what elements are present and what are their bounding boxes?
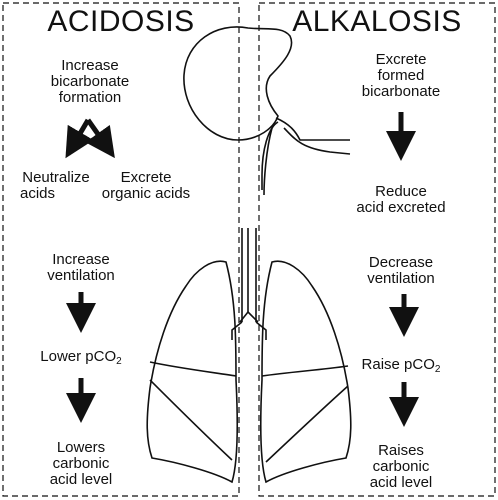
acidosis-title: ACIDOSIS: [47, 5, 195, 38]
branch-arrow-left: [65, 118, 94, 159]
alkalosis-panel-border: [258, 2, 496, 497]
text-line: organic acids: [101, 184, 191, 202]
text-line: carbonic: [52, 454, 110, 472]
text-line: formation: [58, 88, 122, 106]
text-line: Reduce: [375, 183, 427, 200]
acidosis-pco2-label: Lower pCO2: [6, 348, 156, 367]
text-line: Decrease: [368, 254, 434, 271]
acidosis-lung-step: Increase ventilation: [6, 252, 156, 284]
text-line: Raises: [378, 442, 424, 459]
text-line: acid level: [49, 470, 113, 488]
alkalosis-pco2-label: Raise pCO2: [326, 356, 476, 375]
alkalosis-kidney-result: Reduce acid excreted: [326, 184, 476, 216]
branch-arrow-right: [85, 118, 115, 159]
text-line: Excrete: [120, 169, 172, 186]
text-line: bicarbonate: [361, 82, 441, 100]
acidosis-kidney-step: Increase bicarbonate formation: [10, 58, 170, 105]
text-line: ventilation: [47, 266, 115, 284]
text-line: Lowers: [56, 439, 106, 456]
alkalosis-lung-step: Decrease ventilation: [326, 255, 476, 287]
text-line: Neutralize: [22, 169, 90, 186]
pco2-text: Lower pCO: [40, 348, 117, 365]
text-line: bicarbonate: [50, 72, 130, 90]
text-line: Increase: [52, 251, 110, 268]
text-line: acid level: [369, 473, 433, 491]
alkalosis-kidney-step: Excrete formed bicarbonate: [326, 52, 476, 99]
text-line: Excrete: [375, 51, 427, 68]
text-line: formed: [377, 66, 425, 84]
text-line: acids: [20, 184, 56, 202]
acidosis-branch-right: Excrete organic acids: [96, 170, 196, 202]
acidosis-branch-left: Neutralize acids: [6, 170, 106, 202]
alkalosis-arrows: [386, 112, 419, 427]
acidosis-panel-border: [2, 2, 240, 497]
acidosis-result: Lowers carbonic acid level: [6, 440, 156, 487]
lungs-illustration: [146, 228, 352, 484]
text-line: acid excreted: [356, 198, 446, 216]
text-line: ventilation: [367, 269, 435, 287]
text-line: carbonic: [372, 457, 430, 475]
text-line: Increase: [61, 57, 119, 74]
acidosis-arrows: [65, 118, 115, 423]
kidney-illustration: [183, 26, 351, 196]
pco2-text: Raise pCO: [361, 356, 435, 373]
pco2-subscript: 2: [434, 364, 441, 375]
alkalosis-result: Raises carbonic acid level: [326, 443, 476, 490]
pco2-subscript: 2: [116, 356, 122, 367]
alkalosis-title: ALKALOSIS: [292, 5, 462, 38]
